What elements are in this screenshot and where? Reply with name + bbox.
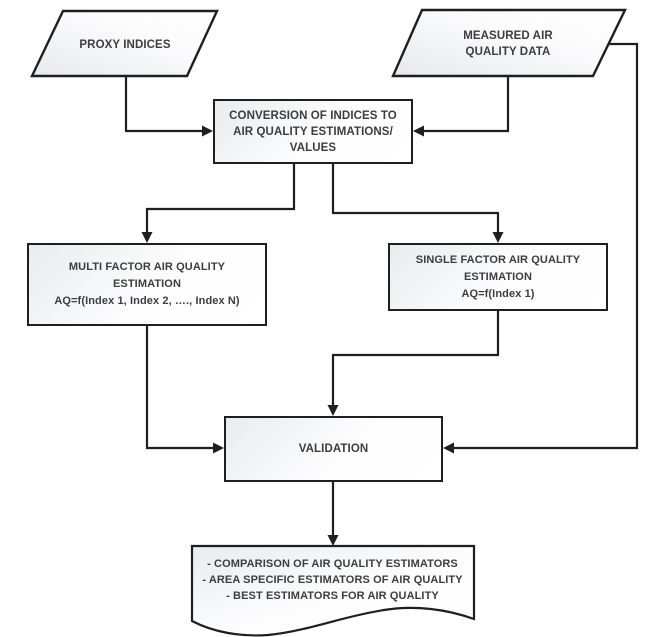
arrowhead-into-outputs-top [327,535,339,546]
single-factor-node: SINGLE FACTOR AIR QUALITY ESTIMATION AQ=… [388,243,608,311]
connector-measured-to-conversion [422,77,510,133]
multi-factor-line-2: ESTIMATION [112,278,181,290]
outputs-line-3: - BEST ESTIMATORS FOR AIR QUALITY [226,590,439,602]
arrowhead-into-validation-left [213,442,224,454]
multi-factor-line-1: MULTI FACTOR AIR QUALITY [68,261,226,273]
validation-label: VALIDATION [298,443,369,455]
connector-conversion-to-multi [145,164,296,234]
outputs-document-label: - COMPARISON OF AIR QUALITY ESTIMATORS -… [191,552,474,608]
outputs-document-shape [190,544,476,637]
validation-node: VALIDATION [224,416,443,482]
arrowhead-into-validation-right [443,442,454,454]
connector-single-to-validation [331,311,500,407]
arrowhead-into-single-top [492,232,504,243]
conversion-line-1: CONVERSION OF INDICES TO [229,109,397,122]
single-factor-line-2: ESTIMATION [463,270,532,283]
multi-factor-node: MULTI FACTOR AIR QUALITY ESTIMATION AQ=f… [27,243,267,326]
proxy-indices-label: PROXY INDICES [79,39,171,51]
outputs-line-1: - COMPARISON OF AIR QUALITY ESTIMATORS [207,558,458,570]
measured-air-quality-parallelogram [391,8,627,78]
multi-factor-line-3: AQ=f(Index 1, Index 2, …., Index N) [54,295,240,307]
connector-proxy-to-conversion [124,76,204,133]
proxy-indices-parallelogram [30,9,219,78]
single-factor-line-1: SINGLE FACTOR AIR QUALITY [415,253,581,266]
arrowhead-into-conversion-left [202,125,213,137]
arrowhead-into-multi-top [141,232,153,243]
single-factor-line-3: AQ=f(Index 1) [461,287,535,300]
measured-air-quality-label: MEASURED AIR QUALITY DATA [463,30,553,58]
connector-conversion-to-single [331,164,500,234]
outputs-line-2: - AREA SPECIFIC ESTIMATORS OF AIR QUALIT… [202,574,463,586]
conversion-line-2: AIR QUALITY ESTIMATIONS/ [233,125,393,138]
arrowhead-into-conversion-right [413,125,424,137]
connector-measured-to-validation [452,42,639,450]
connector-multi-to-validation [145,326,215,450]
conversion-line-3: VALUES [289,141,337,154]
conversion-node: CONVERSION OF INDICES TO AIR QUALITY EST… [213,99,413,164]
arrowhead-into-validation-top [327,405,339,416]
